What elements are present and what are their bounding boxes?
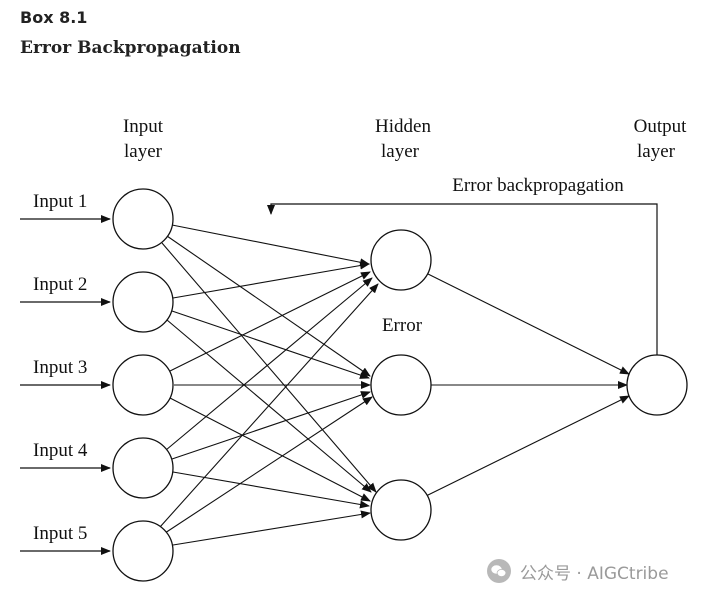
backprop-arrow	[267, 203, 658, 355]
output-node	[626, 354, 688, 416]
watermark: 公众号 · AIGCtribe	[486, 558, 669, 584]
edge-i4-h3	[172, 471, 370, 509]
edge-i5-h3	[172, 510, 371, 546]
backprop-label: Error backpropagation	[452, 175, 624, 196]
box-label: Box 8.1	[20, 8, 88, 27]
input-node-2	[112, 271, 174, 333]
input-layer-heading-line2: layer	[124, 141, 163, 162]
hidden-node-3	[370, 479, 432, 541]
edge-i2-h2	[171, 310, 370, 379]
input-node-3	[112, 354, 174, 416]
input-node-5	[112, 520, 174, 582]
hidden-node-1	[370, 229, 432, 291]
edge-h3-o	[425, 395, 630, 497]
input-to-hidden-connections	[159, 224, 379, 546]
edge-i2-h1	[172, 261, 370, 299]
edge-i4-h1	[165, 277, 373, 451]
input-label-3: Input 3	[33, 357, 87, 378]
input-label-4: Input 4	[33, 440, 88, 461]
input-label-2: Input 2	[33, 274, 87, 295]
error-label: Error	[382, 315, 423, 336]
hidden-nodes	[370, 229, 432, 541]
hidden-layer-heading-line2: layer	[381, 141, 420, 162]
input-layer-heading-line1: Input	[123, 116, 164, 137]
edge-i1-h3	[161, 242, 377, 493]
wechat-icon	[487, 559, 511, 583]
edge-i4-h2	[171, 391, 371, 460]
input-node-1	[112, 188, 174, 250]
input-nodes	[112, 188, 174, 582]
box-title: Error Backpropagation	[20, 38, 241, 58]
input-label-1: Input 1	[33, 191, 87, 212]
edge-i5-h2	[164, 396, 373, 534]
input-node-4	[112, 437, 174, 499]
edge-i1-h1	[171, 224, 370, 267]
edge-h1-o	[425, 272, 630, 375]
hidden-node-2	[370, 354, 432, 416]
output-layer-heading-line1: Output	[634, 116, 688, 137]
hidden-to-output-connections	[425, 272, 630, 497]
output-layer-heading-line2: layer	[637, 141, 676, 162]
edge-i1-h2	[166, 235, 371, 377]
edge-i3-h3	[169, 397, 371, 502]
input-label-5: Input 5	[33, 523, 87, 544]
watermark-text: 公众号 · AIGCtribe	[520, 563, 669, 584]
edge-i5-h1	[159, 283, 379, 528]
edge-i3-h1	[169, 271, 371, 372]
hidden-layer-heading-line1: Hidden	[375, 116, 431, 137]
